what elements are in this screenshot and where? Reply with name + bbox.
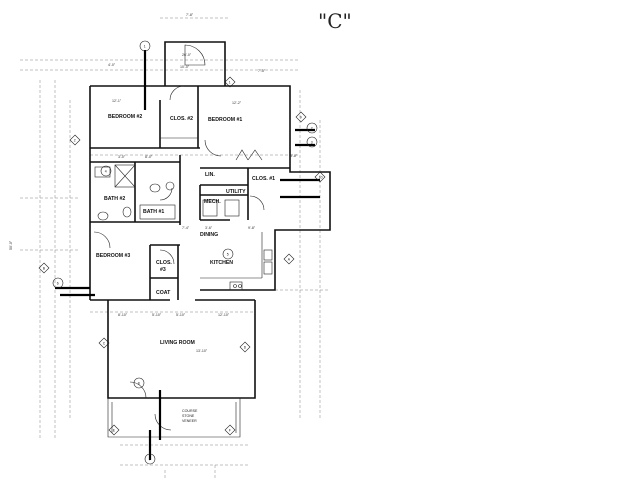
dim-bedroom-2-width: 12'-1" [112,99,122,103]
marker-tag: 2 [311,126,313,130]
section-marker-circle [133,377,145,389]
interior-walls [90,86,290,300]
sheet-label: "C" [318,9,352,33]
marker-tag: 3 [311,140,313,144]
dim-lower-a: 5'-10" [152,313,162,317]
section-marker-circle [222,248,234,260]
dim-bath-row-b: 8'-0" [145,155,153,159]
porch-note-line-3: VENEER [182,419,197,423]
room-label-living-room: LIVING ROOM [160,340,195,346]
grid-marker-diamond [98,337,110,349]
room-label-utility: UTILITY [226,189,246,195]
marker-tag: 4 [105,169,107,173]
dim-bath-row-a: 3'-0" [118,155,126,159]
marker-tag: 8 [138,381,140,385]
dim-left-top: 4'-0" [108,63,116,67]
room-label-closet-2: CLOS. #2 [170,116,193,122]
section-marker-circle [144,453,156,465]
section-marker-circle [306,122,318,134]
dim-mid-c: 9'-8" [248,226,256,230]
grid-marker-diamond [224,424,236,436]
porch-note: COURSE STONE VENEER [182,409,198,423]
dimension-lines [20,17,330,480]
grid-marker-diamond [283,253,295,265]
dim-mid-a: 7'-4" [182,226,190,230]
marker-tag: B [43,266,46,270]
porch-note-line-2: STONE [182,414,195,418]
fixtures [94,164,273,291]
exterior-walls [89,41,331,438]
marker-tag: 7 [149,457,151,461]
room-label-bath-1: BATH #1 [143,209,164,215]
dim-lower-b: 5'-10" [176,313,186,317]
grid-marker-diamond [314,171,326,183]
dim-overall-left: 50'-0" [9,240,13,250]
grid-marker-diamond [224,76,236,88]
section-marker-circle [139,40,151,52]
dim-top-porch-width: 7'-8" [186,13,194,17]
section-cut-lines [55,50,320,460]
room-label-bedroom-1: BEDROOM #1 [208,117,242,123]
marker-tag: 1 [229,80,231,84]
dim-top-porch-a: 26'-0" [182,53,192,57]
dim-living-left: 8'-10" [118,313,128,317]
marker-tag: E [113,428,116,432]
marker-tag: 6 [57,281,59,285]
grid-marker-diamond [295,111,307,123]
section-marker-circle [100,165,112,177]
section-marker-circle [52,277,64,289]
porch-note-line-1: COURSE [182,409,198,413]
dim-right-top: 7'-5" [258,69,266,73]
marker-tag: A [288,257,291,261]
dim-living-right: 12'-10" [218,313,230,317]
marker-tag: 9 [300,115,302,119]
room-label-linen: LIN. [205,172,215,178]
marker-tag: 2 [74,138,76,142]
section-marker-circle [306,136,318,148]
marker-tag: 5 [227,252,229,256]
grid-marker-diamond [108,424,120,436]
room-label-coat: COAT [156,290,171,296]
marker-tag: F [229,428,231,432]
room-label-mechanical: MECH. [204,199,221,205]
room-label-dining: DINING [200,232,218,238]
room-label-bedroom-3: BEDROOM #3 [96,253,130,259]
room-label-closet-3a: CLOS. [156,260,172,266]
room-label-bedroom-2: BEDROOM #2 [108,114,142,120]
door-swings [93,44,265,431]
dim-right-side: 3'-8" [290,154,298,158]
dim-living-width: 13'-10" [196,349,208,353]
grid-marker-diamond [69,134,81,146]
marker-tag: 10 [319,175,323,179]
callout-markers: 1 2 3 4 5 6 7 8 9 10A B C D E F 1 2 [38,40,326,465]
marker-tag: C [103,341,106,345]
dim-mid-b: 3'-6" [205,226,213,230]
grid-marker-diamond [239,341,251,353]
grid-marker-diamond [38,262,50,274]
room-label-closet-3b: #3 [160,267,166,273]
marker-tag: D [244,345,247,349]
dimension-labels: 7'-8" 26'-0" 10'-0" 4'-0" 7'-5" 12'-1" 1… [9,13,298,353]
room-labels: BEDROOM #2 BEDROOM #1 CLOS. #2 CLOS. #1 … [96,114,275,346]
room-label-closet-1: CLOS. #1 [252,176,275,182]
dim-top-porch-b: 10'-0" [180,65,190,69]
marker-tag: 1 [144,44,146,48]
dim-bedroom-1-width: 12'-2" [232,101,242,105]
room-label-bath-2: BATH #2 [104,196,125,202]
room-label-kitchen: KITCHEN [210,260,233,266]
